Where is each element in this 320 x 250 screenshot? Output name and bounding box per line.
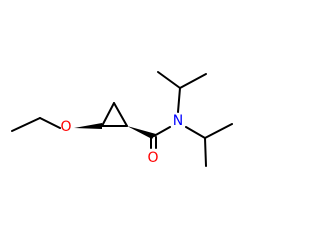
bond-ring-c1-c3 xyxy=(113,102,128,127)
bond-ethyl-ch2-o xyxy=(39,117,61,129)
bond-ring-c2-c3 xyxy=(101,102,115,127)
bond-n-lower-ch xyxy=(185,126,206,139)
bond-upper-ch-right-ch3 xyxy=(179,73,207,89)
bond-ethyl-ch3-ch2 xyxy=(11,117,41,132)
bond-n-upper-ch xyxy=(177,87,181,113)
atom-label-carbonyl-oxygen: O xyxy=(147,150,158,166)
bond-lower-ch-right-ch3 xyxy=(204,123,233,139)
molecule-structure-diagram: O N O xyxy=(11,71,233,167)
wedge-bond-c1-carbonyl xyxy=(127,126,156,139)
bond-upper-ch-left-ch3 xyxy=(157,71,181,89)
atom-label-amide-nitrogen: N xyxy=(173,113,183,129)
bond-lower-ch-down-ch3 xyxy=(204,137,207,167)
wedge-bond-o-c2 xyxy=(74,123,102,129)
atom-label-ether-oxygen: O xyxy=(60,119,71,135)
bond-carbonyl-n xyxy=(153,126,171,137)
